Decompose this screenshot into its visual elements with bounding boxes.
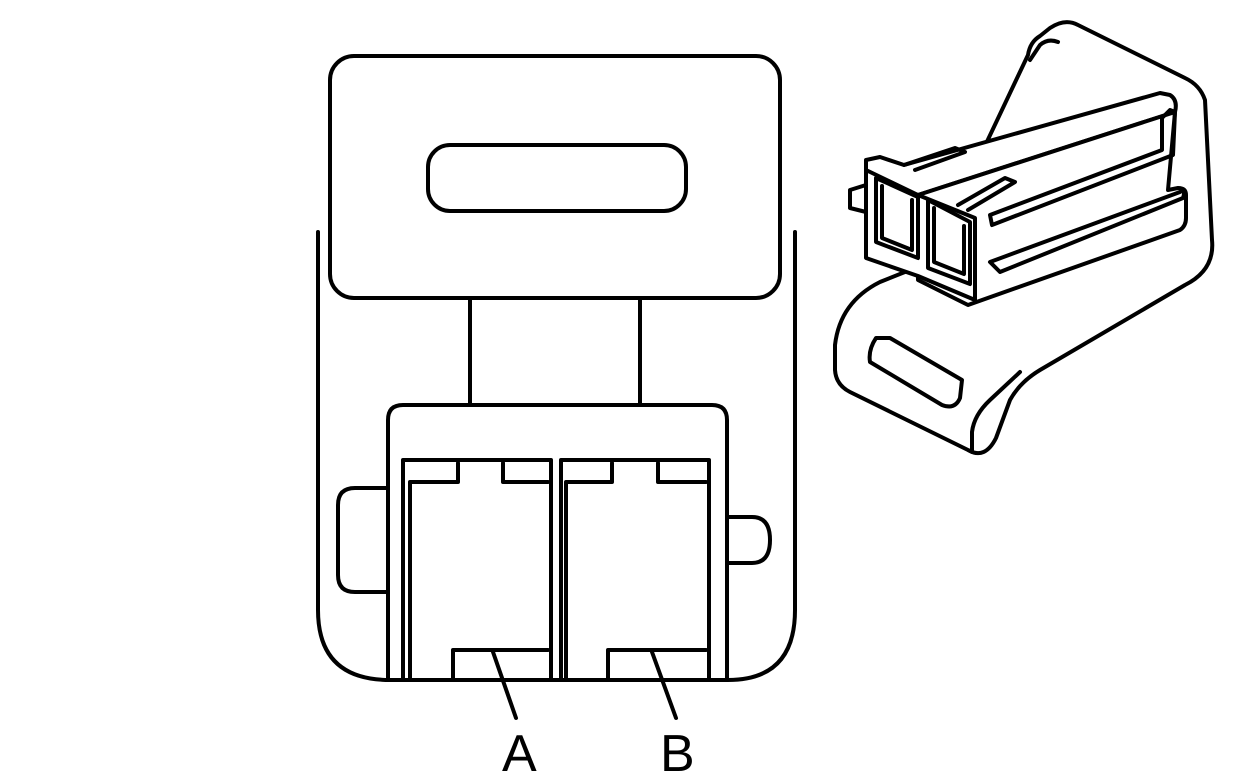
iso-side-nub	[848, 183, 868, 214]
connector-isometric-view	[833, 20, 1215, 455]
bracket-mounting-hole	[867, 336, 964, 409]
locking-latch	[328, 54, 782, 300]
iso-cavity-left	[874, 176, 920, 260]
leader-line-a	[491, 650, 518, 720]
iso-latch-tab-left	[902, 146, 967, 172]
terminal-cavity-b	[559, 458, 711, 682]
iso-cavity-left-inner	[880, 184, 914, 252]
terminal-label-b: B	[660, 725, 695, 783]
iso-cavity-right-inner	[932, 206, 966, 276]
iso-latch-tab-right	[956, 176, 1017, 212]
housing-side-groove	[988, 188, 1186, 274]
bracket-lower-edge	[970, 370, 1022, 454]
cavity-block	[386, 403, 729, 682]
housing-top-channel	[988, 108, 1177, 227]
side-ear-right	[725, 515, 772, 565]
iso-cavity-right	[926, 198, 972, 286]
terminal-cavity-a	[401, 458, 553, 682]
latch-slot	[426, 143, 688, 213]
connector-front-view	[316, 54, 797, 720]
housing-long-body	[916, 110, 1188, 307]
leader-line-b	[650, 650, 678, 720]
side-ear-left	[336, 486, 390, 594]
bracket-front-edge	[1028, 38, 1060, 62]
terminal-label-a: A	[502, 725, 537, 783]
